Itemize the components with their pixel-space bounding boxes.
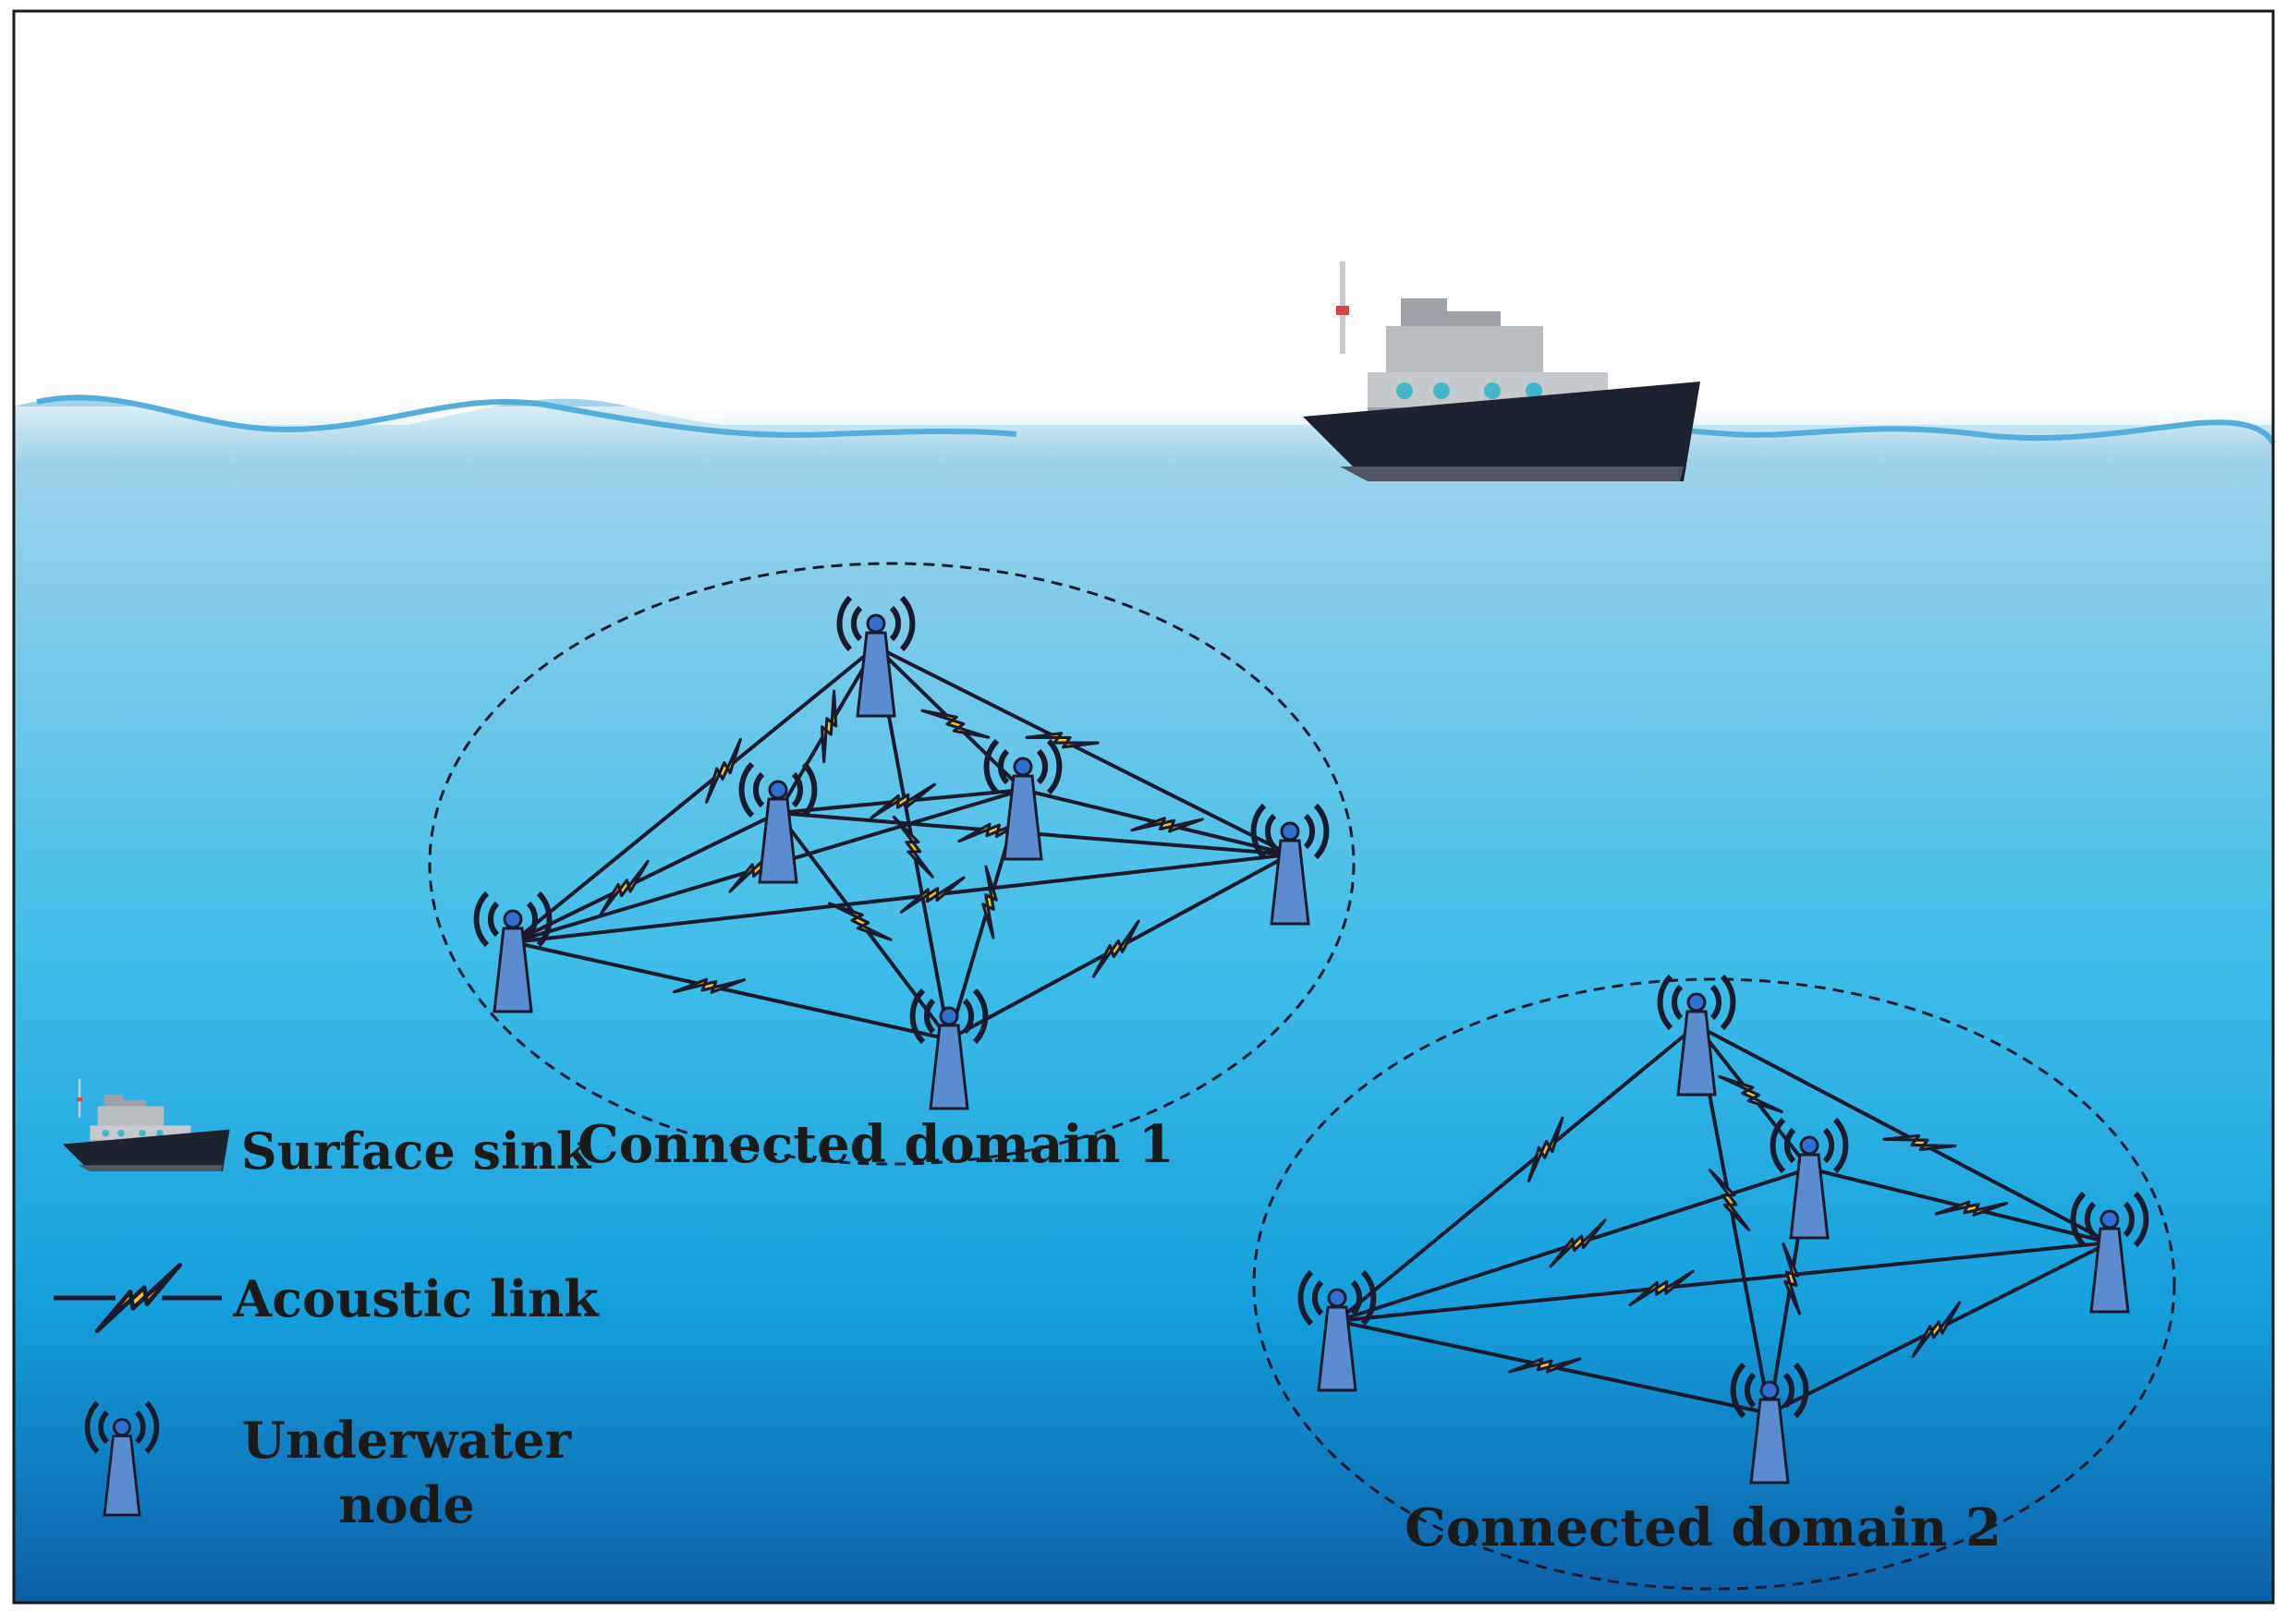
figure-frame xyxy=(12,9,2275,1605)
legend-label-surface-sink: Surface sink xyxy=(241,1121,592,1181)
acoustic-link-d1-top-d1-right xyxy=(875,645,1291,856)
domain-1-label: Connected domain 1 xyxy=(578,1114,1174,1175)
legend-label-acoustic-link: Acoustic link xyxy=(232,1269,600,1328)
legend-label-underwater-node-line1: Underwater xyxy=(242,1411,572,1470)
acoustic-link-d1-left-d1-right xyxy=(512,853,1291,944)
acoustic-link-d2-top-d2-left xyxy=(1335,1024,1698,1323)
acoustic-link-d2-top-d2-right xyxy=(1696,1024,2111,1244)
acoustic-link-d1-left-d1-inner-left xyxy=(512,811,779,944)
domain-1-boundary xyxy=(428,562,1356,1166)
acoustic-link-d2-left-d2-right xyxy=(1336,1241,2111,1323)
legend-label-underwater-node-line2: node xyxy=(338,1475,474,1534)
acoustic-link-icon xyxy=(54,1265,222,1330)
acoustic-link-d1-top-d1-left xyxy=(511,645,878,944)
domain-2-boundary xyxy=(1252,977,2176,1591)
legend: Surface sink Acoustic link Underwater no… xyxy=(54,1079,600,1534)
acoustic-link-d1-left-d1-bottom xyxy=(512,940,950,1041)
domain-2-label: Connected domain 2 xyxy=(1405,1497,2001,1558)
